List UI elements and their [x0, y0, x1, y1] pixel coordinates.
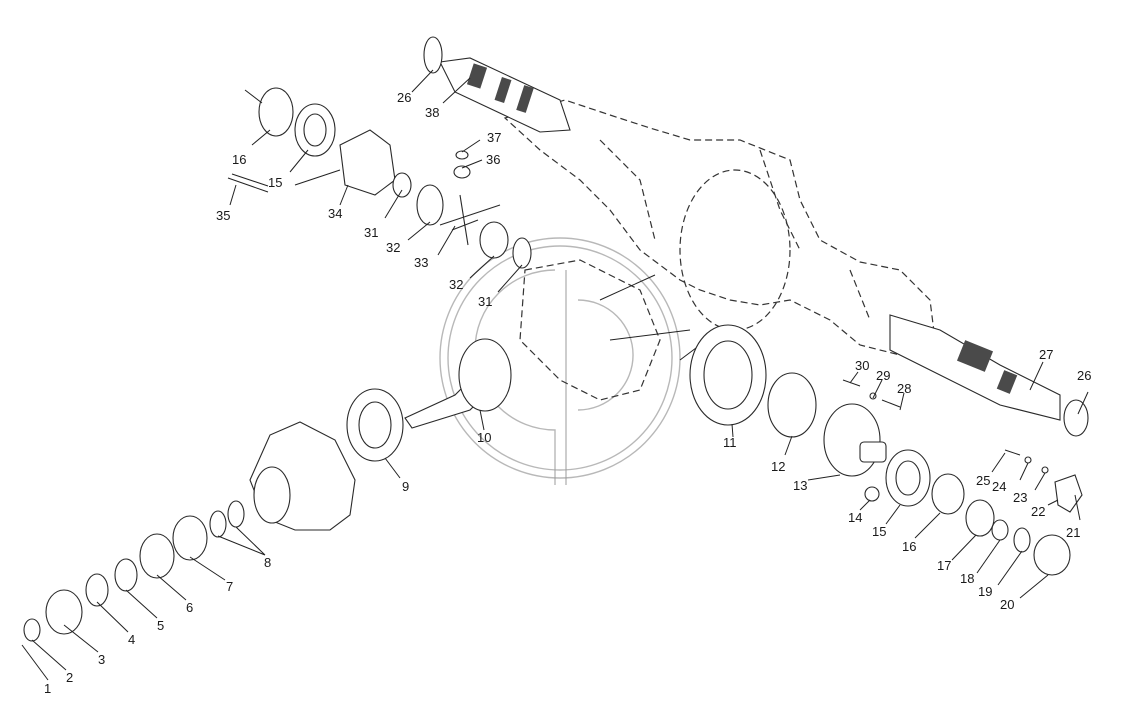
label-19: 19	[978, 584, 992, 599]
gasket-12	[767, 372, 817, 438]
label-38: 38	[425, 105, 439, 120]
label-29: 29	[876, 368, 890, 383]
label-26-top: 26	[397, 90, 411, 105]
label-14: 14	[848, 510, 862, 525]
bolt-35	[227, 173, 269, 193]
side-washer-lower	[512, 237, 532, 269]
part-labels: 1 2 3 4 5 6 7 8 9 10 11 12 13 14 15 15 1…	[44, 90, 1091, 696]
label-28: 28	[897, 381, 911, 396]
seal-4	[85, 573, 109, 607]
label-16-right: 16	[902, 539, 916, 554]
drive-pinion-gear	[458, 338, 512, 412]
pin-30	[842, 379, 861, 387]
label-15-right: 15	[872, 524, 886, 539]
shim-8b	[209, 510, 227, 538]
carrier-housing-bore	[253, 466, 291, 524]
label-20: 20	[1000, 597, 1014, 612]
label-13: 13	[793, 478, 807, 493]
side-gear-top	[416, 184, 444, 226]
label-15-top: 15	[268, 175, 282, 190]
label-18: 18	[960, 571, 974, 586]
bolt-14	[864, 486, 880, 502]
pinion-washer-small	[455, 150, 469, 160]
flange-3	[45, 589, 83, 635]
label-4: 4	[128, 632, 135, 647]
label-34: 34	[328, 206, 342, 221]
hub-spline	[859, 441, 887, 463]
label-33: 33	[414, 255, 428, 270]
label-36: 36	[486, 152, 500, 167]
label-10: 10	[477, 430, 491, 445]
label-31-lower: 31	[478, 294, 492, 309]
gear-17	[965, 499, 995, 537]
label-1: 1	[44, 681, 51, 696]
label-2: 2	[66, 670, 73, 685]
right-axle-shaft	[889, 314, 1061, 421]
bearing-7	[172, 515, 208, 561]
label-27: 27	[1039, 347, 1053, 362]
label-32-top: 32	[386, 240, 400, 255]
bracket-21	[1054, 474, 1083, 513]
label-23: 23	[1013, 490, 1027, 505]
label-24: 24	[992, 479, 1006, 494]
bearing-15-right-inner	[895, 460, 921, 496]
label-30: 30	[855, 358, 869, 373]
nut-2	[23, 618, 41, 642]
label-5: 5	[157, 618, 164, 633]
axle-housing	[503, 99, 936, 401]
pin-24	[1024, 456, 1032, 464]
label-21: 21	[1066, 525, 1080, 540]
label-9: 9	[402, 479, 409, 494]
label-12: 12	[771, 459, 785, 474]
shim-8a	[227, 500, 245, 528]
label-22: 22	[1031, 504, 1045, 519]
hub-cap-20	[1033, 534, 1071, 576]
side-washer-top	[392, 172, 412, 198]
label-16-top: 16	[232, 152, 246, 167]
label-37: 37	[487, 130, 501, 145]
side-gear-lower	[479, 221, 509, 259]
label-3: 3	[98, 652, 105, 667]
pin-23	[1041, 466, 1049, 474]
bearing-top-inner	[303, 113, 327, 147]
washer-18	[991, 519, 1009, 541]
leader-lines	[21, 69, 1089, 681]
label-25: 25	[976, 473, 990, 488]
label-35: 35	[216, 208, 230, 223]
thrust-washer-right	[1063, 399, 1089, 437]
bolt-28	[881, 399, 901, 408]
label-11: 11	[723, 435, 737, 450]
label-31-top: 31	[364, 225, 378, 240]
label-7: 7	[226, 579, 233, 594]
thrust-washer-left	[423, 36, 443, 74]
ring-16-right	[931, 473, 965, 515]
spacer-5	[114, 558, 138, 592]
label-6: 6	[186, 600, 193, 615]
left-axle-shaft	[439, 57, 571, 133]
bearing-6	[139, 533, 175, 579]
pin-25	[1004, 449, 1021, 456]
spider-cross	[439, 194, 501, 246]
hub-flange-13	[823, 403, 881, 477]
seal-ring-top	[258, 87, 294, 137]
label-32-lower: 32	[449, 277, 463, 292]
bearing-9-inner	[358, 401, 392, 449]
label-17: 17	[937, 558, 951, 573]
ring-gear-inner	[703, 340, 753, 410]
label-26-right: 26	[1077, 368, 1091, 383]
pinion-gear-small	[453, 165, 471, 179]
label-8: 8	[264, 555, 271, 570]
ring-19	[1013, 527, 1031, 553]
